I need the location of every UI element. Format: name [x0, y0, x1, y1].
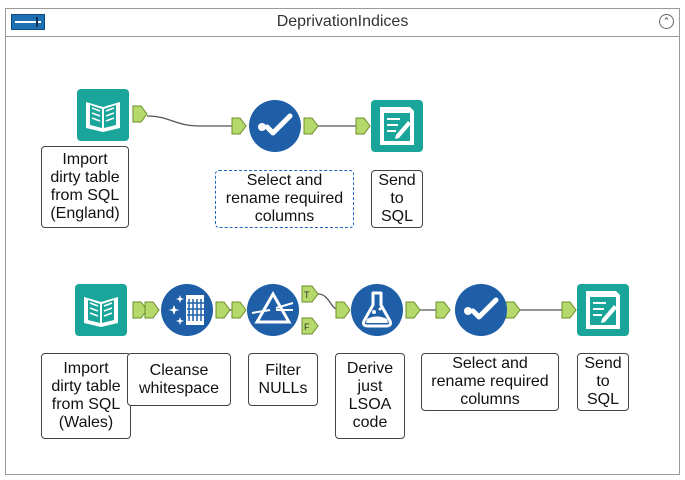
tool-input-wales[interactable]: [74, 283, 128, 337]
tool-annotation[interactable]: Cleanse whitespace: [127, 353, 231, 406]
tool-annotation[interactable]: Import dirty table from SQL (England): [41, 146, 129, 228]
cleanse-icon: [161, 284, 213, 336]
book-icon: [77, 89, 129, 141]
tool-annotation[interactable]: Filter NULLs: [248, 353, 318, 406]
container-toggle-icon[interactable]: [11, 14, 45, 30]
collapse-icon[interactable]: ⌃: [659, 14, 674, 29]
tool-annotation[interactable]: Send to SQL: [371, 170, 423, 228]
tool-select-england[interactable]: [248, 99, 302, 153]
tool-formula[interactable]: [350, 283, 404, 337]
book-icon: [75, 284, 127, 336]
tool-select-wales[interactable]: [454, 283, 508, 337]
tool-annotation[interactable]: Send to SQL: [577, 353, 629, 411]
tool-filter[interactable]: [246, 283, 300, 337]
container-header[interactable]: DeprivationIndices ⌃: [6, 9, 679, 37]
tool-output-wales[interactable]: [576, 283, 630, 337]
output-document-icon: [371, 100, 423, 152]
tool-input-england[interactable]: [76, 88, 130, 142]
tool-annotation[interactable]: Select and rename required columns: [421, 353, 559, 411]
tool-annotation[interactable]: Derive just LSOA code: [335, 353, 405, 439]
output-document-icon: [577, 284, 629, 336]
tool-annotation[interactable]: Import dirty table from SQL (Wales): [41, 353, 131, 439]
tool-cleanse[interactable]: [160, 283, 214, 337]
formula-flask-icon: [351, 284, 403, 336]
filter-prism-icon: [247, 284, 299, 336]
tool-annotation[interactable]: Select and rename required columns: [215, 170, 354, 228]
checkmark-icon: [249, 100, 301, 152]
container-title: DeprivationIndices: [276, 13, 409, 30]
tool-output-england[interactable]: [370, 99, 424, 153]
checkmark-icon: [455, 284, 507, 336]
